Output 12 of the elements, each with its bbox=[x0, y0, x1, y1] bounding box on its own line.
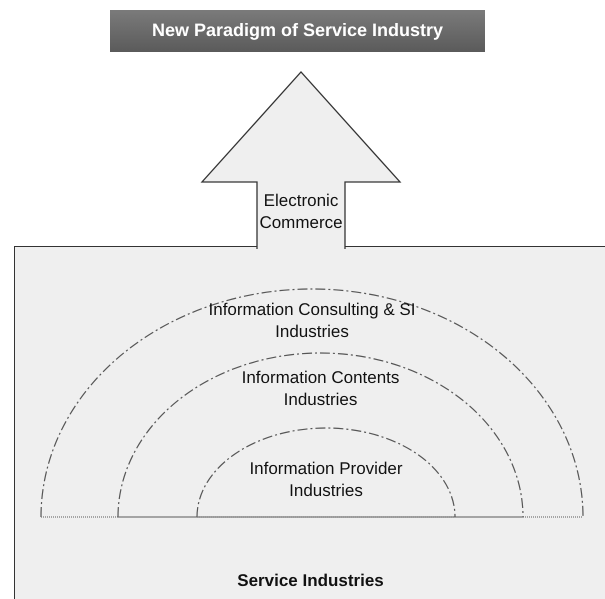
region-title: Service Industries bbox=[236, 570, 385, 592]
arch-region bbox=[118, 353, 523, 518]
region-label: Information Contents Industries bbox=[240, 367, 400, 411]
region-label: Information Provider Industries bbox=[248, 458, 404, 502]
region-panel bbox=[14, 246, 605, 599]
arch-region bbox=[197, 428, 455, 518]
up-arrow bbox=[202, 72, 400, 249]
title-text: New Paradigm of Service Industry bbox=[150, 19, 444, 41]
title-banner bbox=[110, 10, 485, 52]
region-label: Information Consulting & SI Industries bbox=[208, 299, 416, 343]
arch-region bbox=[41, 289, 583, 518]
region-label: Electronic Commerce bbox=[258, 190, 344, 234]
